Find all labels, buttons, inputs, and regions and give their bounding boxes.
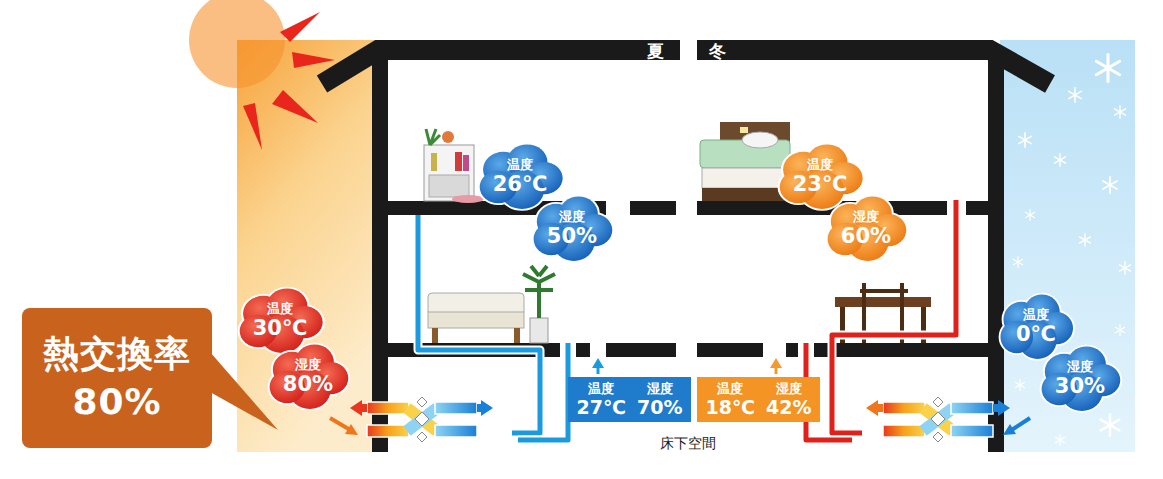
reading-value: 0℃ (1016, 322, 1056, 346)
reading-label: 温度 (588, 381, 614, 396)
reading-value: 70% (637, 396, 682, 418)
reading-value: 30℃ (253, 316, 308, 340)
snowflake (1013, 257, 1022, 268)
reading-cloud: 温度26℃ (478, 143, 563, 209)
bed (700, 122, 790, 201)
reading-label: 温度 (267, 301, 293, 316)
reading-value: 80% (283, 372, 333, 396)
reading-value: 60% (841, 224, 891, 248)
reading-value: 50% (547, 224, 597, 248)
reading-label: 湿度 (559, 209, 585, 224)
snowflake (1015, 380, 1024, 391)
reading-cloud: 湿度30% (1040, 345, 1120, 411)
snowflake (1019, 133, 1031, 147)
snowflake (1069, 88, 1081, 102)
reading-value: 23℃ (793, 172, 848, 196)
reading-label: 温度 (717, 381, 743, 396)
reading-label: 湿度 (1067, 359, 1093, 374)
reading-label: 温度 (507, 157, 533, 172)
area-label: 床下空間 (658, 435, 718, 453)
reading-label: 湿度 (295, 357, 321, 372)
reading-cloud: 湿度80% (268, 343, 348, 409)
snowflake (1115, 106, 1126, 119)
summer-heat-exchanger (330, 397, 493, 442)
season-label: 冬 (709, 40, 726, 63)
reading-label: 温度 (1023, 307, 1049, 322)
reading-value: 42% (766, 396, 811, 418)
reading-label: 温度 (807, 157, 833, 172)
reading-value: 27℃ (577, 396, 626, 418)
sofa (428, 293, 524, 343)
reading-cloud: 温度23℃ (778, 143, 863, 209)
reading-cloud: 温度30℃ (238, 287, 323, 353)
callout-box: 熱交換率 80% (22, 308, 212, 448)
snowflake (1120, 262, 1131, 275)
reading-value: 30% (1055, 374, 1105, 398)
snowflake (1115, 325, 1124, 336)
reading-cloud: 湿度50% (532, 195, 612, 261)
reading-label: 湿度 (647, 381, 673, 396)
plant (523, 266, 555, 343)
shelf (424, 129, 484, 203)
reading-band: 温度27℃ 湿度70% (568, 377, 691, 422)
reading-cloud: 温度0℃ (999, 293, 1073, 359)
season-label: 夏 (647, 40, 664, 63)
snowflake (1080, 234, 1091, 247)
reading-value: 26℃ (493, 172, 548, 196)
callout-pointer (210, 352, 278, 430)
winter-outdoor (1000, 40, 1135, 452)
snowflakes (1013, 55, 1130, 446)
reading-value: 18℃ (706, 396, 755, 418)
snowflake (1101, 414, 1120, 436)
snowflake (1096, 55, 1119, 82)
reading-cloud: 湿度60% (826, 195, 906, 261)
winter-heat-exchanger (866, 397, 1030, 442)
reading-label: 湿度 (853, 209, 879, 224)
reading-label: 湿度 (776, 381, 802, 396)
callout-text: 熱交換率 80% (33, 330, 201, 426)
snowflake (1055, 435, 1064, 446)
snowflake (1103, 177, 1117, 193)
snowflake (1055, 154, 1066, 167)
snowflake (1025, 210, 1034, 221)
reading-band: 温度18℃ 湿度42% (697, 377, 820, 422)
house-frame (322, 50, 1050, 452)
